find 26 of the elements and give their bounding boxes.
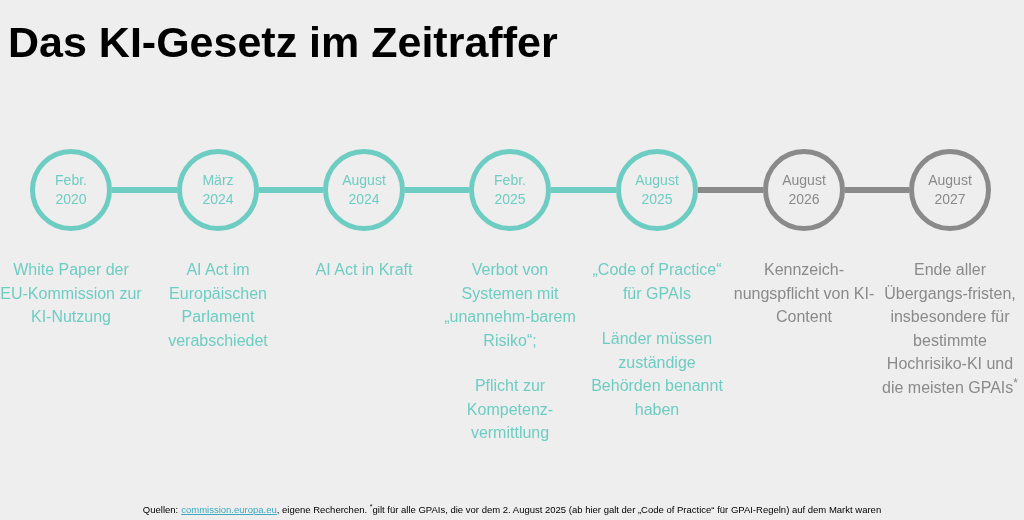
connector-line: [698, 187, 763, 193]
event-description: Verbot von Systemen mit „unannehm-barem Risiko“;: [443, 260, 577, 351]
connector-line: [405, 187, 469, 193]
date-label: August 2024: [341, 171, 387, 209]
date-label: August 2027: [927, 171, 973, 209]
event-description: White Paper der EU-Kommission zur KI-Nutzung: [0, 260, 143, 327]
event-description: Länder müssen zuständige Behörden benannt haben: [590, 329, 724, 420]
event-description: Ende aller Übergangs-fristen, insbesondere für bestimmte Hochrisiko-KI und die meisten GPAIs$^{*}$: [881, 260, 1019, 398]
date-label: August 2025: [634, 171, 680, 209]
event-description: Kennzeich-nungspflicht von KI-Content: [732, 260, 876, 327]
connector-line: [259, 187, 323, 193]
title: Das KI-Gesetz im Zeitraffer: [8, 17, 558, 68]
event-description: „Code of Practice“ für GPAIs: [591, 260, 723, 304]
event-description: AI Act in Kraft: [315, 260, 413, 280]
connector-line: [551, 187, 616, 193]
source-label: Quellen:: [142, 503, 179, 517]
date-label: August 2026: [781, 171, 827, 209]
footnote-text: , eigene Recherchen. $^{*}$gilt für alle GPAIs, die vor dem 2. August 2025 (ab hier galt der „Code of Practice“ für GPAI-Regeln) auf dem Markt waren: [276, 503, 882, 517]
source-link: commission.europa.eu: [181, 503, 277, 517]
date-label: Febr. 2025: [493, 171, 527, 209]
connector-line: [845, 187, 909, 193]
event-description: Pflicht zur Kompetenz-vermittlung: [465, 376, 555, 443]
date-label: Febr. 2020: [54, 171, 88, 209]
connector-line: [112, 187, 177, 193]
date-label: März 2024: [201, 171, 235, 209]
event-description: AI Act im Europäischen Parlament verabschiedet: [167, 260, 269, 351]
